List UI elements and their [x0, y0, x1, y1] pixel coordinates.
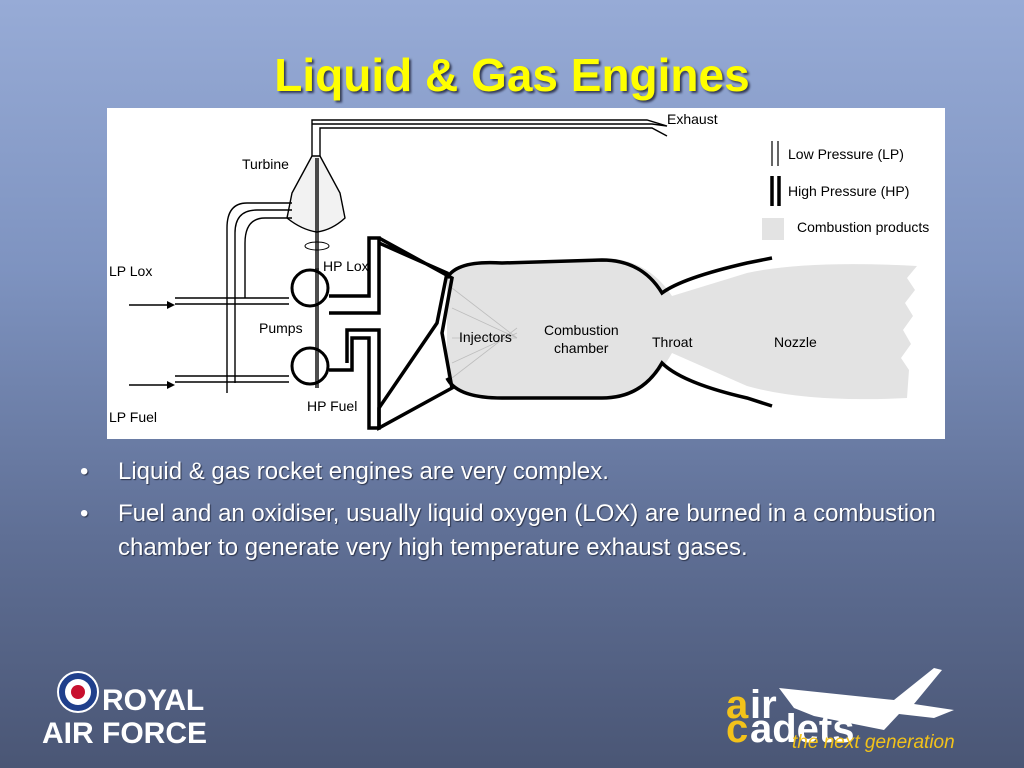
label-throat: Throat — [652, 334, 693, 350]
label-injectors: Injectors — [459, 329, 512, 345]
legend-high-pressure: High Pressure (HP) — [788, 183, 909, 199]
label-exhaust: Exhaust — [667, 111, 718, 127]
engine-schematic: Exhaust Turbine HP Lox LP Lox Pumps LP F… — [109, 111, 929, 431]
label-turbine: Turbine — [242, 156, 289, 172]
label-hp-fuel: HP Fuel — [307, 398, 357, 414]
cadets-tagline: the next generation — [792, 732, 955, 753]
label-hp-lox: HP Lox — [323, 258, 369, 274]
label-lp-lox: LP Lox — [109, 263, 152, 279]
raf-logo: ROYAL AIR FORCE — [42, 671, 207, 750]
combustion-products — [447, 258, 917, 400]
aircraft-icon — [779, 668, 954, 730]
rocket-engine-diagram: Exhaust Turbine HP Lox LP Lox Pumps LP F… — [107, 108, 945, 439]
label-lp-fuel: LP Fuel — [109, 409, 157, 425]
bullet-item: Liquid & gas rocket engines are very com… — [80, 455, 960, 489]
cadets-adets: adets — [750, 707, 855, 751]
air-cadets-logo: a ir c adets — [726, 668, 954, 751]
cadets-c: c — [726, 707, 748, 751]
raf-logo-line1: ROYAL — [102, 684, 204, 717]
label-combustion-chamber-2: chamber — [554, 340, 609, 356]
legend-low-pressure: Low Pressure (LP) — [788, 146, 904, 162]
fuel-pump — [290, 346, 330, 386]
slide-title: Liquid & Gas Engines — [274, 49, 750, 101]
lox-pump — [290, 268, 330, 308]
cadets-ir: ir — [750, 683, 777, 727]
label-combustion-chamber: Combustion — [544, 322, 619, 338]
label-pumps: Pumps — [259, 320, 303, 336]
legend-combustion-products: Combustion products — [797, 219, 929, 235]
label-nozzle: Nozzle — [774, 334, 817, 350]
injector-manifold — [377, 236, 454, 431]
cadets-a: a — [726, 683, 749, 727]
bullet-list: Liquid & gas rocket engines are very com… — [80, 455, 960, 573]
legend-combustion-swatch — [762, 218, 784, 240]
raf-logo-line2: AIR FORCE — [42, 717, 207, 750]
injector-spray — [451, 287, 518, 379]
bullet-item: Fuel and an oxidiser, usually liquid oxy… — [80, 497, 960, 565]
